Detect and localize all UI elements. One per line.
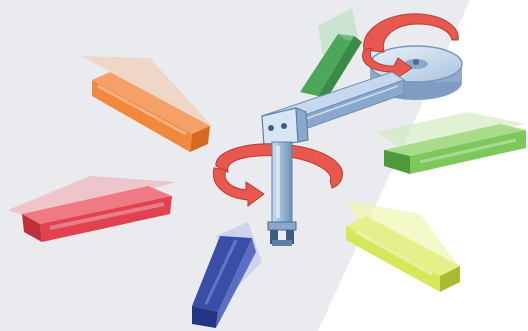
robot-arm-shaft bbox=[272, 142, 292, 222]
